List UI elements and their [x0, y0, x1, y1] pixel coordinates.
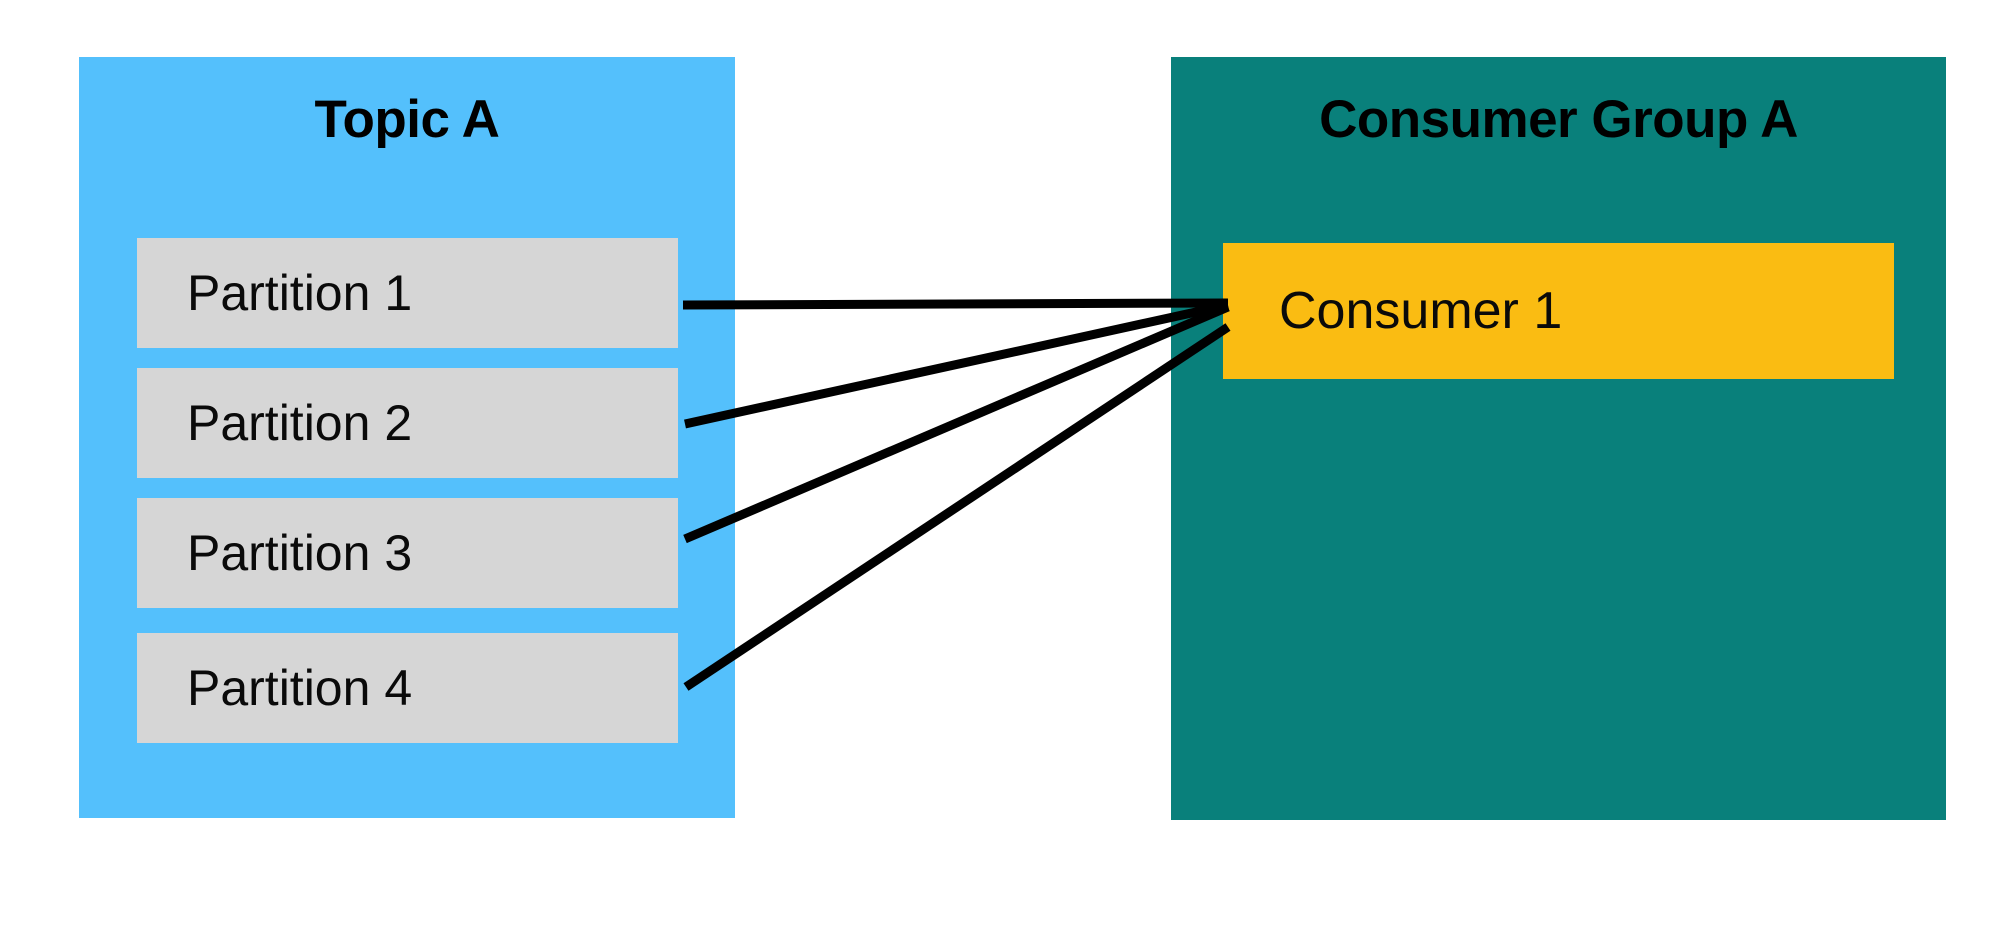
partition-box-4[interactable]: Partition 4 [137, 633, 678, 743]
consumer-group-title: Consumer Group A [1319, 90, 1798, 149]
partition-box-2[interactable]: Partition 2 [137, 368, 678, 478]
partition-label-2: Partition 2 [187, 395, 413, 451]
topic-container: Topic A Partition 1 Partition 2 Partitio… [79, 57, 735, 818]
partition-label-1: Partition 1 [187, 265, 413, 321]
consumer-box-1[interactable]: Consumer 1 [1223, 243, 1894, 379]
connector-partition-1-to-consumer-1 [682, 298, 1229, 310]
topic-title: Topic A [314, 90, 500, 149]
partition-label-4: Partition 4 [187, 660, 413, 716]
partition-box-1[interactable]: Partition 1 [137, 238, 678, 348]
consumer-label-1: Consumer 1 [1279, 282, 1563, 340]
partition-label-3: Partition 3 [187, 525, 413, 581]
connector-partition-3-to-consumer-1 [683, 302, 1230, 544]
connector-partition-4-to-consumer-1 [683, 323, 1231, 691]
partition-box-3[interactable]: Partition 3 [137, 498, 678, 608]
connector-partition-2-to-consumer-1 [684, 300, 1229, 429]
consumer-group-container: Consumer Group A Consumer 1 [1171, 57, 1946, 820]
